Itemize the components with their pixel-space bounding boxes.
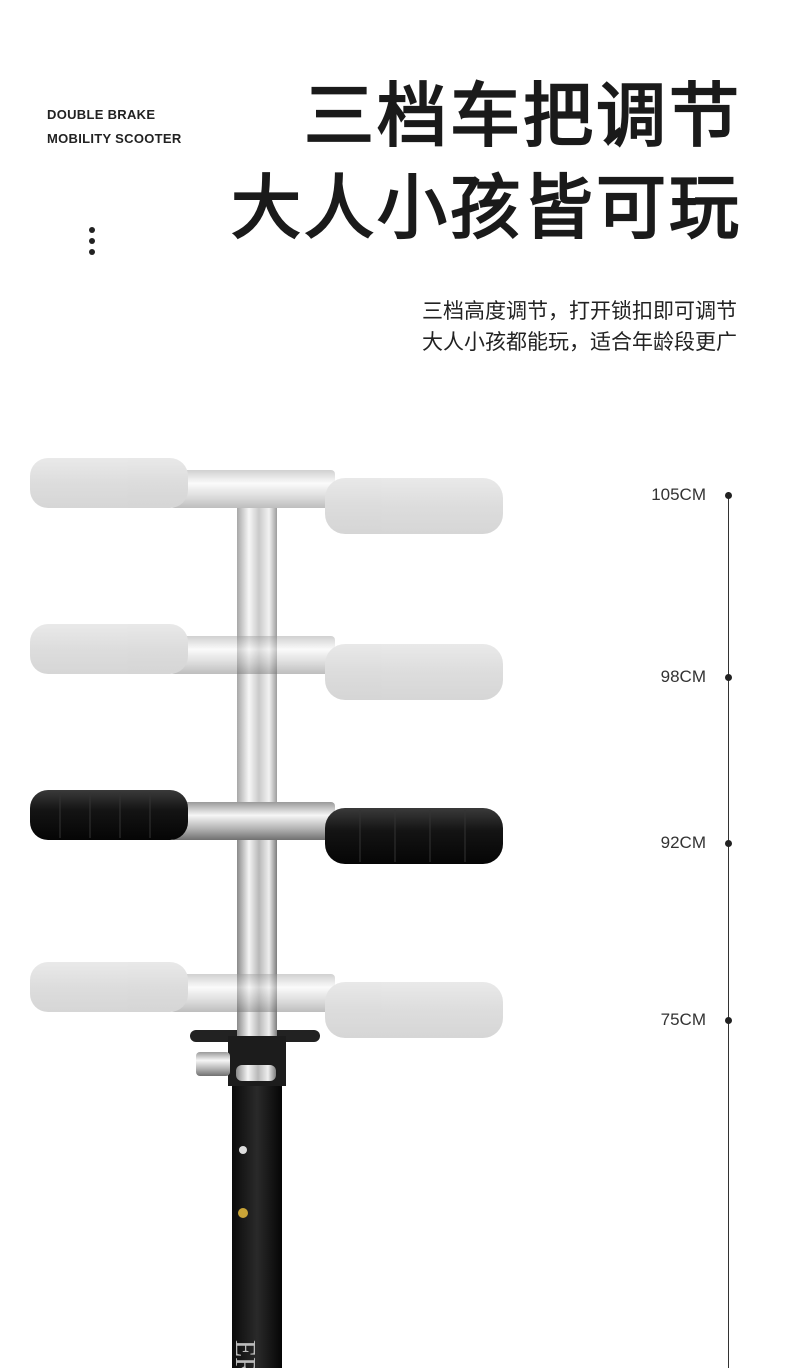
- description-line-1: 三档高度调节，打开锁扣即可调节: [422, 299, 737, 323]
- height-marker-105: 105CM: [0, 485, 790, 505]
- description-line-2: 大人小孩都能玩，适合年龄段更广: [422, 330, 737, 354]
- height-label: 75CM: [660, 1010, 706, 1029]
- height-marker-92: 92CM: [0, 833, 790, 853]
- height-marker-98: 98CM: [0, 667, 790, 687]
- height-label: 105CM: [651, 485, 706, 504]
- description: 三档高度调节，打开锁扣即可调节 大人小孩都能玩，适合年龄段更广: [422, 296, 737, 358]
- height-point: [725, 840, 732, 847]
- brand-text: DOUBLE BRAKE MOBILITY SCOOTER: [47, 103, 182, 151]
- height-scale-line: [728, 492, 729, 1368]
- height-point: [725, 1017, 732, 1024]
- height-point: [725, 492, 732, 499]
- svg-text:ER: ER: [229, 1340, 260, 1368]
- height-label: 98CM: [660, 667, 706, 686]
- brand-line-2: MOBILITY SCOOTER: [47, 131, 182, 146]
- headline-line-2: 大人小孩皆可玩: [231, 167, 742, 249]
- height-marker-75: 75CM: [0, 1010, 790, 1030]
- headline-line-1: 三档车把调节: [304, 75, 742, 157]
- headline: 三档车把调节 大人小孩皆可玩: [231, 70, 742, 254]
- height-point: [725, 674, 732, 681]
- scooter-handlebar-illustration: ER: [30, 458, 503, 1368]
- height-label: 92CM: [660, 833, 706, 852]
- brand-line-1: DOUBLE BRAKE: [47, 107, 156, 122]
- vertical-dots-icon: [89, 227, 97, 260]
